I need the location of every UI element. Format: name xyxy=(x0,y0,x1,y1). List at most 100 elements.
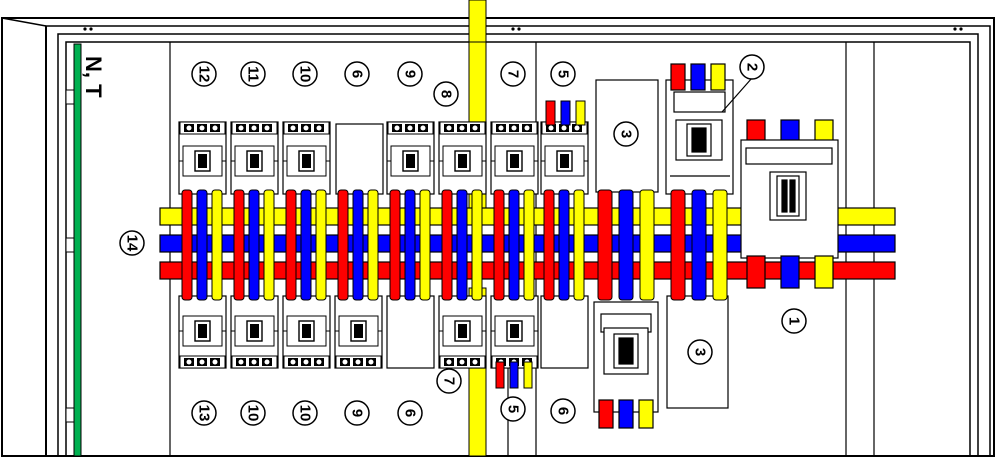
phase-riser xyxy=(523,189,535,301)
callout-6: 6 xyxy=(550,398,576,424)
breaker-screw-head xyxy=(199,125,205,131)
callout-1: 1 xyxy=(781,308,807,334)
phase-risers xyxy=(181,189,728,301)
callout-number: 12 xyxy=(196,66,213,83)
main-switch-slot xyxy=(789,179,796,213)
breaker-screw-head xyxy=(303,125,309,131)
phase-riser xyxy=(597,189,613,301)
callout-number: 6 xyxy=(349,70,366,78)
breaker-module xyxy=(540,121,589,195)
blank-plates xyxy=(335,123,589,369)
main-switch-out-blue xyxy=(780,255,800,289)
phase-riser xyxy=(367,189,379,301)
breaker-screw-head xyxy=(316,359,322,365)
callout-6: 6 xyxy=(344,61,370,87)
screw-dot xyxy=(953,27,957,31)
breaker-screw-head xyxy=(238,125,244,131)
callout-12: 12 xyxy=(191,61,217,87)
breaker-handle-slot xyxy=(302,324,311,338)
callout-circle xyxy=(397,61,423,87)
callout-14: 14 xyxy=(119,230,145,256)
breaker-handle-slot xyxy=(250,154,259,168)
breaker-screw-head xyxy=(186,125,192,131)
callout-10: 10 xyxy=(292,61,318,87)
callout-11: 11 xyxy=(240,61,266,87)
callout-circle xyxy=(550,61,576,87)
phase-riser xyxy=(263,189,275,301)
breaker-module xyxy=(178,295,227,369)
hinge-tabs xyxy=(65,89,75,423)
feeder-blue xyxy=(509,361,519,389)
breaker-screw-head xyxy=(548,125,554,131)
callout-2-leader xyxy=(721,77,753,113)
breaker-module xyxy=(230,121,279,195)
breaker-screw-head xyxy=(238,359,244,365)
callout-number: 10 xyxy=(245,405,262,422)
main-switch-out-red xyxy=(746,255,766,289)
phase-riser xyxy=(337,189,349,301)
callout-circle xyxy=(191,400,217,426)
callout-circle xyxy=(500,396,526,422)
phase-riser xyxy=(558,189,570,301)
phase-riser xyxy=(456,189,468,301)
incoming-cable-top xyxy=(468,0,487,43)
callout-10: 10 xyxy=(240,400,266,426)
callout-8: 8 xyxy=(433,81,459,107)
breaker-lower-cable-blue xyxy=(618,399,634,429)
breaker-screw-head xyxy=(251,125,257,131)
breaker-screw-head xyxy=(472,359,478,365)
phase-riser xyxy=(471,189,483,301)
breaker-2-top-cover xyxy=(673,91,726,113)
breaker-2-terminal-yellow xyxy=(710,63,726,91)
breaker-2-terminal-blue xyxy=(690,63,706,91)
feeder-blue xyxy=(560,100,571,126)
breaker-handle-slot xyxy=(354,324,363,338)
breaker-lower-cable-yellow xyxy=(638,399,654,429)
phase-riser xyxy=(404,189,416,301)
callout-number: 14 xyxy=(124,235,141,252)
callout-circle xyxy=(436,368,462,394)
callout-number: 3 xyxy=(618,130,635,138)
breaker-handle-slot xyxy=(250,324,259,338)
breaker-screw-head xyxy=(446,125,452,131)
phase-riser xyxy=(300,189,312,301)
phase-riser xyxy=(248,189,260,301)
side-label-nt: N, T xyxy=(81,56,106,98)
callout-circle xyxy=(119,230,145,256)
breaker-screw-head xyxy=(498,125,504,131)
breaker-screw-head xyxy=(368,359,374,365)
callout-number: 1 xyxy=(786,317,803,325)
breaker-row-upper xyxy=(178,121,589,195)
callout-6: 6 xyxy=(397,400,423,426)
breaker-row-lower xyxy=(178,295,539,369)
phase-riser xyxy=(285,189,297,301)
corner-screws xyxy=(83,27,963,31)
phase-riser xyxy=(181,189,193,301)
breaker-screw-head xyxy=(561,125,567,131)
callout-3: 3 xyxy=(687,339,713,365)
breaker-screw-head xyxy=(342,359,348,365)
callout-circle xyxy=(191,61,217,87)
breaker-screw-head xyxy=(524,125,530,131)
feeder-yellow xyxy=(523,361,533,389)
breaker-handle-slot xyxy=(198,324,207,338)
blank-plate xyxy=(540,295,589,369)
breaker-module xyxy=(282,121,331,195)
breaker-module xyxy=(438,295,487,369)
phase-riser xyxy=(573,189,585,301)
main-switch-handle[interactable] xyxy=(776,175,800,217)
callout-circle xyxy=(687,339,713,365)
breaker-screw-head xyxy=(186,359,192,365)
breaker-screw-head xyxy=(251,359,257,365)
callout-circle xyxy=(739,54,765,80)
breaker-2-terminal-red xyxy=(670,63,686,91)
callout-circle xyxy=(292,400,318,426)
callout-number: 6 xyxy=(402,409,419,417)
callout-3: 3 xyxy=(613,121,639,147)
callout-5: 5 xyxy=(550,61,576,87)
callout-circle xyxy=(240,400,266,426)
breaker-module xyxy=(490,295,539,369)
callout-number: 9 xyxy=(349,409,366,417)
breaker-screw-head xyxy=(199,359,205,365)
